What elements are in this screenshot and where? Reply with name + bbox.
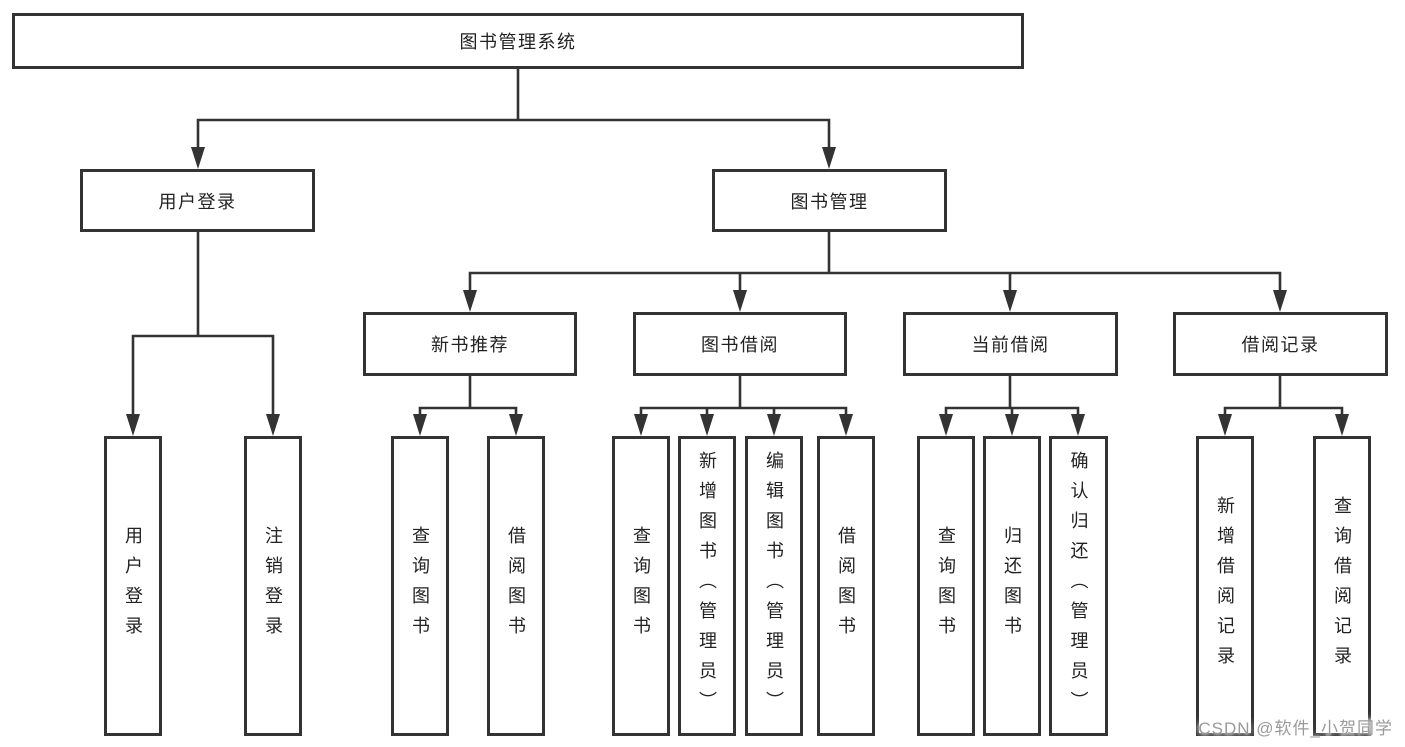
- node-book-borrowing: 图书借阅: [633, 312, 847, 376]
- node-new-book-recommendation-label: 新书推荐: [431, 335, 509, 355]
- leaf-add-borrow-record: 新增借阅记录: [1196, 436, 1254, 736]
- leaf-add-books-admin-label: 新增图书（管理员）: [697, 451, 717, 721]
- leaf-logout-login-label: 注销登录: [263, 526, 283, 646]
- node-library-system-label: 图书管理系统: [459, 32, 577, 52]
- leaf-borrow-books-borrow-label: 借阅图书: [836, 526, 856, 646]
- node-user-login-label: 用户登录: [158, 191, 237, 212]
- leaf-confirm-return-admin-label: 确认归还（管理员）: [1068, 451, 1089, 721]
- leaf-user-login: 用户登录: [104, 436, 162, 736]
- leaf-borrow-books-recommend-label: 借阅图书: [506, 526, 526, 646]
- node-borrowing-records-label: 借阅记录: [1241, 335, 1320, 355]
- node-current-borrowing: 当前借阅: [903, 312, 1118, 376]
- node-user-login: 用户登录: [80, 169, 315, 232]
- node-book-borrowing-label: 图书借阅: [701, 335, 779, 355]
- leaf-query-books-current-label: 查询图书: [936, 526, 956, 646]
- leaf-query-books-recommend: 查询图书: [391, 436, 449, 736]
- node-book-management: 图书管理: [712, 169, 947, 232]
- leaf-add-borrow-record-label: 新增借阅记录: [1215, 496, 1235, 676]
- node-library-system: 图书管理系统: [12, 13, 1024, 69]
- leaf-edit-books-admin: 编辑图书（管理员）: [745, 436, 803, 736]
- leaf-query-books-current: 查询图书: [917, 436, 975, 736]
- node-book-management-label: 图书管理: [790, 191, 869, 212]
- leaf-confirm-return-admin: 确认归还（管理员）: [1049, 436, 1108, 736]
- leaf-query-borrow-record: 查询借阅记录: [1313, 436, 1371, 736]
- leaf-return-books-label: 归还图书: [1002, 526, 1022, 646]
- leaf-logout-login: 注销登录: [244, 436, 302, 736]
- leaf-add-books-admin: 新增图书（管理员）: [678, 436, 736, 736]
- node-borrowing-records: 借阅记录: [1173, 312, 1388, 376]
- leaf-user-login-label: 用户登录: [123, 526, 143, 646]
- leaf-edit-books-admin-label: 编辑图书（管理员）: [764, 451, 784, 721]
- leaf-query-books-borrow-label: 查询图书: [631, 526, 651, 646]
- leaf-return-books: 归还图书: [983, 436, 1041, 736]
- leaf-query-books-borrow: 查询图书: [612, 436, 670, 736]
- leaf-borrow-books-borrow: 借阅图书: [817, 436, 875, 736]
- node-new-book-recommendation: 新书推荐: [363, 312, 577, 376]
- leaf-query-books-recommend-label: 查询图书: [410, 526, 430, 646]
- leaf-query-borrow-record-label: 查询借阅记录: [1332, 496, 1352, 676]
- leaf-borrow-books-recommend: 借阅图书: [487, 436, 545, 736]
- node-current-borrowing-label: 当前借阅: [971, 335, 1050, 355]
- csdn-watermark: CSDN @软件_小贺同学: [1198, 719, 1393, 738]
